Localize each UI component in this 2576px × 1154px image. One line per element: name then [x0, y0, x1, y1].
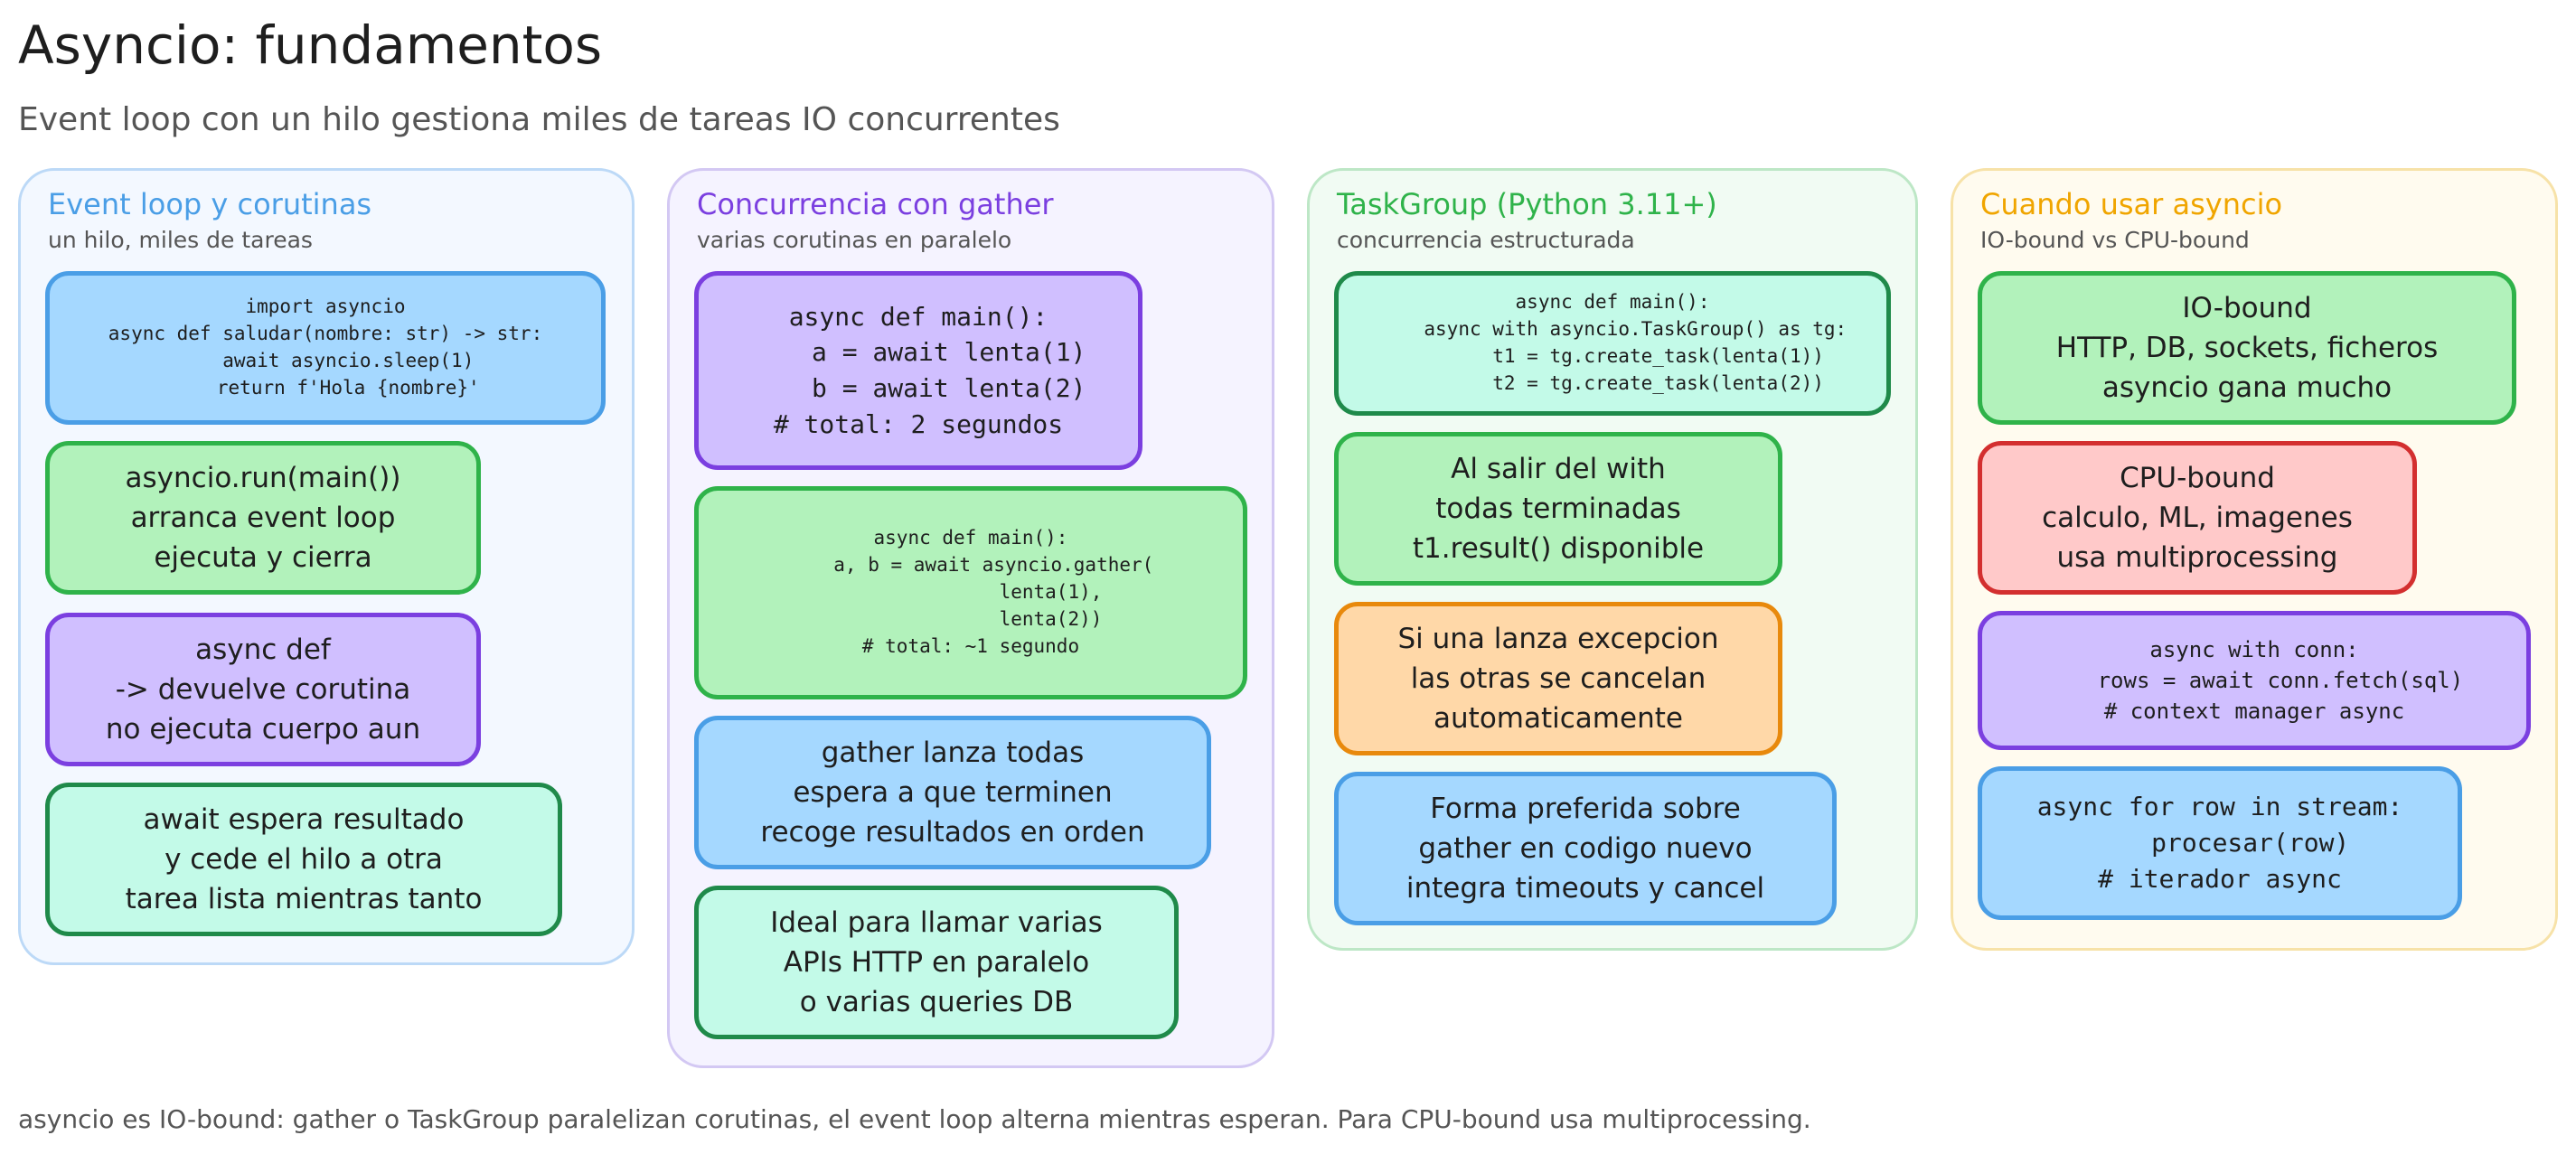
note-gather: gather lanza todas espera a que terminen…	[694, 716, 1211, 869]
code-box-saludar: import asyncio async def saludar(nombre:…	[45, 271, 606, 425]
note-cpu-bound: CPU-bound calculo, ML, imagenes usa mult…	[1978, 441, 2417, 595]
note-preferred-form: Forma preferida sobre gather en codigo n…	[1334, 772, 1837, 925]
panel-subtitle: un hilo, miles de tareas	[48, 227, 313, 253]
code-box-sequential: async def main(): a = await lenta(1) b =…	[694, 271, 1142, 470]
note-exception-cancel: Si una lanza excepcion las otras se canc…	[1334, 602, 1782, 755]
panel-subtitle: concurrencia estructurada	[1337, 227, 1635, 253]
code-box-async-with: async with conn: rows = await conn.fetch…	[1978, 611, 2531, 750]
note-asyncio-run: asyncio.run(main()) arranca event loop e…	[45, 441, 481, 595]
note-with-exit: Al salir del with todas terminadas t1.re…	[1334, 432, 1782, 586]
panel-title: Cuando usar asyncio	[1980, 187, 2283, 221]
note-ideal-http: Ideal para llamar varias APIs HTTP en pa…	[694, 886, 1179, 1039]
note-async-def: async def -> devuelve corutina no ejecut…	[45, 613, 481, 766]
panel-title: TaskGroup (Python 3.11+)	[1337, 187, 1717, 221]
code-box-taskgroup: async def main(): async with asyncio.Tas…	[1334, 271, 1891, 416]
note-io-bound: IO-bound HTTP, DB, sockets, ficheros asy…	[1978, 271, 2516, 425]
page-title: Asyncio: fundamentos	[18, 14, 603, 76]
footer-note: asyncio es IO-bound: gather o TaskGroup …	[18, 1104, 1811, 1134]
page-subtitle: Event loop con un hilo gestiona miles de…	[18, 101, 1060, 138]
code-box-gather: async def main(): a, b = await asyncio.g…	[694, 486, 1247, 699]
code-box-async-for: async for row in stream: procesar(row) #…	[1978, 766, 2462, 920]
panel-subtitle: varias corutinas en paralelo	[697, 227, 1012, 253]
note-await: await espera resultado y cede el hilo a …	[45, 783, 562, 936]
panel-title: Event loop y corutinas	[48, 187, 372, 221]
panel-title: Concurrencia con gather	[697, 187, 1054, 221]
panel-subtitle: IO-bound vs CPU-bound	[1980, 227, 2250, 253]
